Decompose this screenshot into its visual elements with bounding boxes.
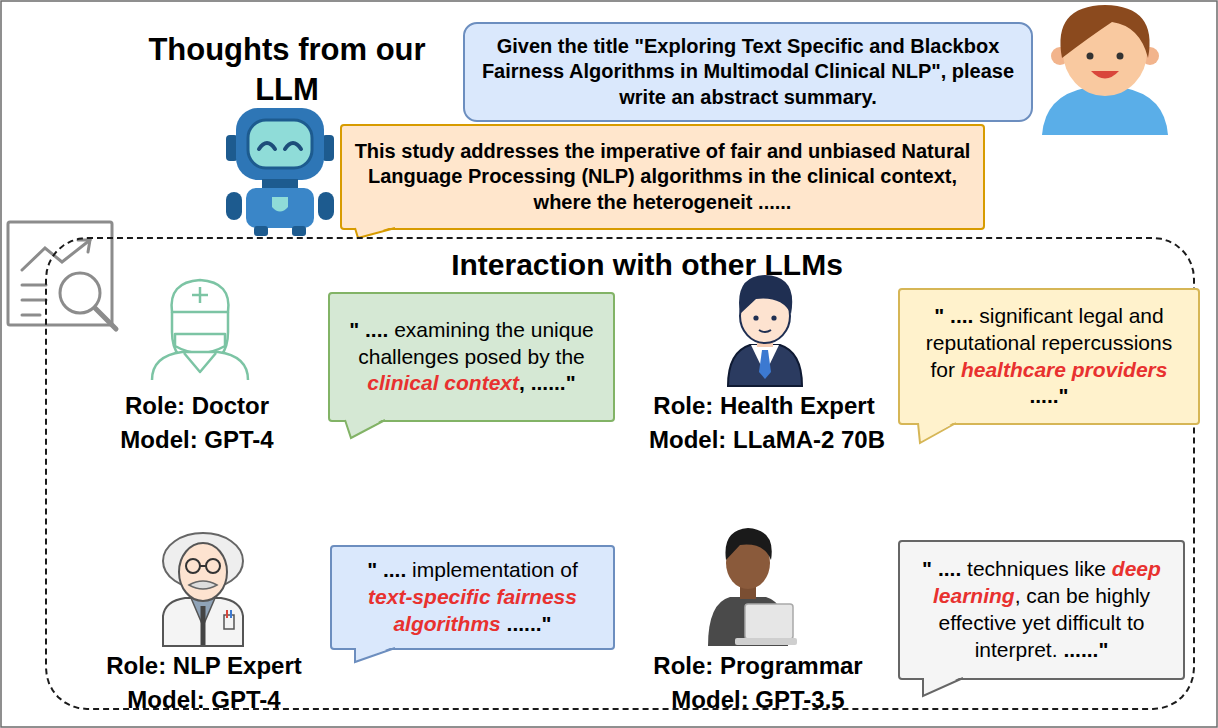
tail-fill — [355, 646, 395, 662]
bubble-phrase: " .... — [349, 318, 388, 341]
tail-outline — [345, 420, 385, 438]
section-heading: Thoughts from our LLM — [127, 30, 447, 110]
model-label: Model: GPT-4 — [44, 685, 364, 715]
bubble-phrase: Given the title "Exploring Text Specific… — [482, 35, 1014, 108]
bubble-text: This study addresses the imperative of f… — [354, 139, 971, 216]
tail-fill — [918, 421, 956, 443]
bubble-text: " .... significant legal and reputationa… — [912, 303, 1186, 411]
role-label: Role: Health Expert — [604, 391, 924, 421]
region-heading: Interaction with other LLMs — [397, 247, 897, 283]
bubble-tail — [355, 648, 399, 666]
model-label: Model: LLaMA-2 70B — [607, 425, 927, 455]
bubble-text: " .... examining the unique challenges p… — [342, 317, 601, 398]
speech-bubble: " .... examining the unique challenges p… — [328, 292, 615, 422]
bubble-phrase: " .... — [922, 557, 961, 580]
model-label: Model: GPT-3.5 — [598, 685, 918, 715]
robot-avatar — [226, 108, 334, 236]
role-label: Role: Doctor — [37, 391, 357, 421]
tail-outline — [918, 423, 956, 443]
programmer-icon — [708, 528, 797, 646]
doctor-icon — [152, 280, 248, 380]
bubble-phrase: examining the unique challenges posed by… — [358, 318, 594, 368]
bubble-phrase: clinical context — [367, 371, 519, 394]
bubble-text: " .... implementation of text-specific f… — [344, 557, 601, 638]
bubble-text: " .... techniques like deep learning, ca… — [912, 556, 1171, 664]
bubble-phrase: implementation of — [412, 558, 578, 581]
speech-bubble: " .... techniques like deep learning, ca… — [898, 540, 1185, 680]
bubble-phrase: " .... — [367, 558, 406, 581]
bubble-phrase: ......" — [1063, 638, 1108, 661]
role-label: Role: NLP Expert — [44, 651, 364, 681]
health-expert-icon — [728, 275, 802, 386]
bubble-phrase: This study addresses the imperative of f… — [355, 140, 971, 213]
tail-fill — [345, 418, 385, 438]
speech-bubble: " .... implementation of text-specific f… — [330, 545, 615, 650]
tail-outline — [355, 648, 395, 662]
bubble-tail — [345, 420, 389, 442]
bubble-tail — [918, 423, 960, 447]
bubble-phrase: healthcare providers — [961, 358, 1168, 381]
bubble-phrase: techniques like — [967, 557, 1106, 580]
tail-outline — [923, 678, 963, 696]
prompt-bubble: Given the title "Exploring Text Specific… — [463, 22, 1033, 122]
bubble-tail — [355, 228, 399, 242]
bubble-tail — [923, 678, 967, 700]
model-label: Model: GPT-4 — [37, 425, 357, 455]
bubble-phrase: " .... — [934, 304, 973, 327]
speech-bubble: " .... significant legal and reputationa… — [898, 288, 1200, 425]
bubble-text: Given the title "Exploring Text Specific… — [477, 34, 1019, 111]
tail-fill — [923, 676, 963, 696]
bubble-phrase: ......" — [507, 612, 552, 635]
user-avatar — [1042, 5, 1168, 135]
response-bubble: This study addresses the imperative of f… — [340, 124, 985, 230]
bubble-phrase: , ......" — [519, 371, 576, 394]
role-label: Role: Programmar — [598, 651, 918, 681]
bubble-phrase: ....." — [1029, 384, 1068, 407]
nlp-expert-icon — [163, 533, 243, 646]
interaction-region: Interaction with other LLMs " .... examin… — [45, 237, 1195, 710]
